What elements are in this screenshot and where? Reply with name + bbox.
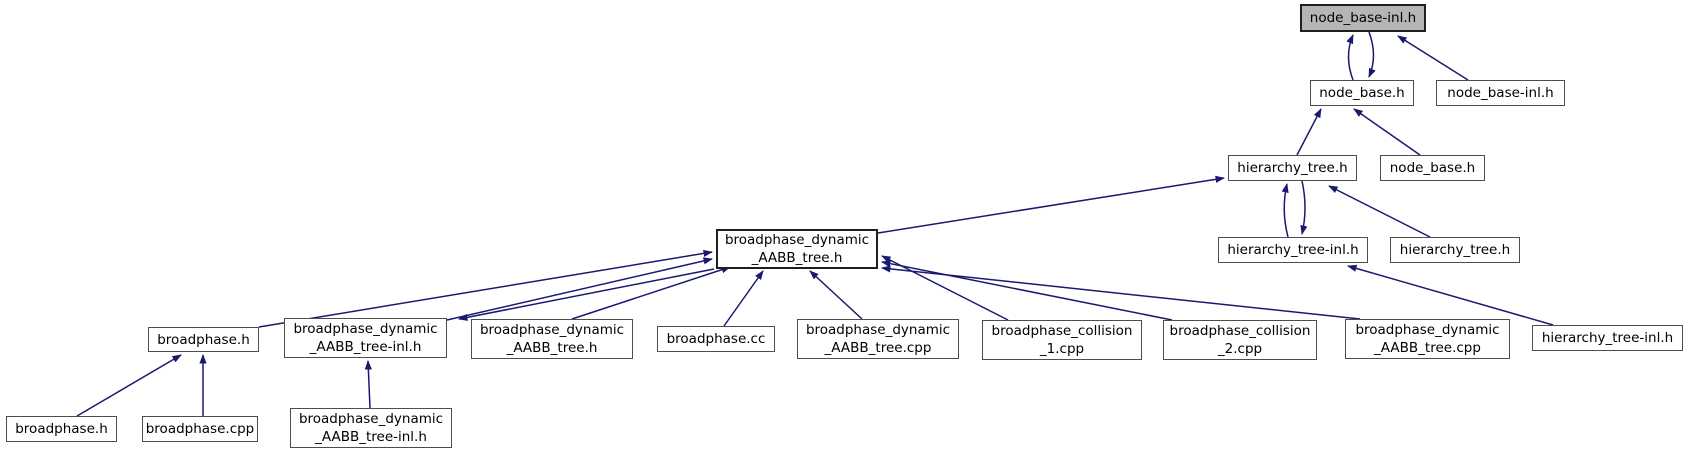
edge bbox=[364, 360, 372, 409]
graph-node-broadphase-h-r6[interactable]: broadphase.h bbox=[6, 416, 117, 442]
graph-node-hierarchy-tree-h-r3[interactable]: hierarchy_tree.h bbox=[1228, 155, 1357, 181]
graph-node-bd-aabb-tree-cpp-r5a[interactable]: broadphase_dynamic _AABB_tree.cpp bbox=[797, 319, 959, 359]
graph-node-broadphase-cpp-r6[interactable]: broadphase.cpp bbox=[142, 416, 258, 442]
edge bbox=[571, 266, 731, 320]
graph-node-hierarchy-tree-h-r4[interactable]: hierarchy_tree.h bbox=[1390, 237, 1520, 263]
edge bbox=[881, 265, 1361, 320]
edge bbox=[1368, 31, 1376, 78]
edge bbox=[1296, 108, 1322, 156]
edge bbox=[1281, 183, 1289, 238]
graph-node-bd-aabb-tree-cpp-r5b[interactable]: broadphase_dynamic _AABB_tree.cpp bbox=[1345, 319, 1510, 359]
graph-node-broadphase-cc-r5[interactable]: broadphase.cc bbox=[657, 326, 775, 352]
edge bbox=[1328, 185, 1431, 238]
edge bbox=[458, 268, 715, 321]
edge bbox=[881, 255, 1009, 321]
edge bbox=[1346, 34, 1354, 81]
graph-node-bd-aabb-tree-h-central[interactable]: broadphase_dynamic _AABB_tree.h bbox=[716, 229, 878, 269]
edge bbox=[877, 175, 1225, 234]
graph-node-node-base-h-r3[interactable]: node_base.h bbox=[1380, 155, 1485, 181]
graph-node-hierarchy-tree-inl-r5[interactable]: hierarchy_tree-inl.h bbox=[1532, 325, 1683, 351]
graph-node-hierarchy-tree-inl-r4[interactable]: hierarchy_tree-inl.h bbox=[1218, 237, 1368, 263]
edge bbox=[1353, 108, 1421, 156]
edge bbox=[76, 354, 182, 417]
edge bbox=[1397, 35, 1469, 81]
edge bbox=[1347, 264, 1554, 326]
edge bbox=[723, 270, 764, 327]
edge bbox=[1300, 180, 1308, 235]
edge bbox=[258, 249, 713, 328]
graph-node-bd-aabb-tree-h-r5[interactable]: broadphase_dynamic _AABB_tree.h bbox=[471, 319, 633, 359]
edge bbox=[881, 260, 1173, 321]
graph-node-node-base-inl-r2[interactable]: node_base-inl.h bbox=[1436, 80, 1565, 106]
graph-node-node-base-h-r2[interactable]: node_base.h bbox=[1310, 80, 1414, 106]
graph-node-node-base-inl-top[interactable]: node_base-inl.h bbox=[1300, 4, 1426, 32]
graph-node-bd-aabb-tree-inl-r6[interactable]: broadphase_dynamic _AABB_tree-inl.h bbox=[290, 408, 452, 448]
edge bbox=[809, 270, 863, 320]
graph-node-broadphase-collision-2[interactable]: broadphase_collision _2.cpp bbox=[1163, 320, 1317, 360]
graph-node-broadphase-h-r5[interactable]: broadphase.h bbox=[148, 327, 259, 352]
edge bbox=[446, 257, 713, 321]
graph-node-broadphase-collision-1[interactable]: broadphase_collision _1.cpp bbox=[982, 320, 1142, 360]
graph-node-bd-aabb-tree-inl-r5[interactable]: broadphase_dynamic _AABB_tree-inl.h bbox=[284, 318, 447, 358]
